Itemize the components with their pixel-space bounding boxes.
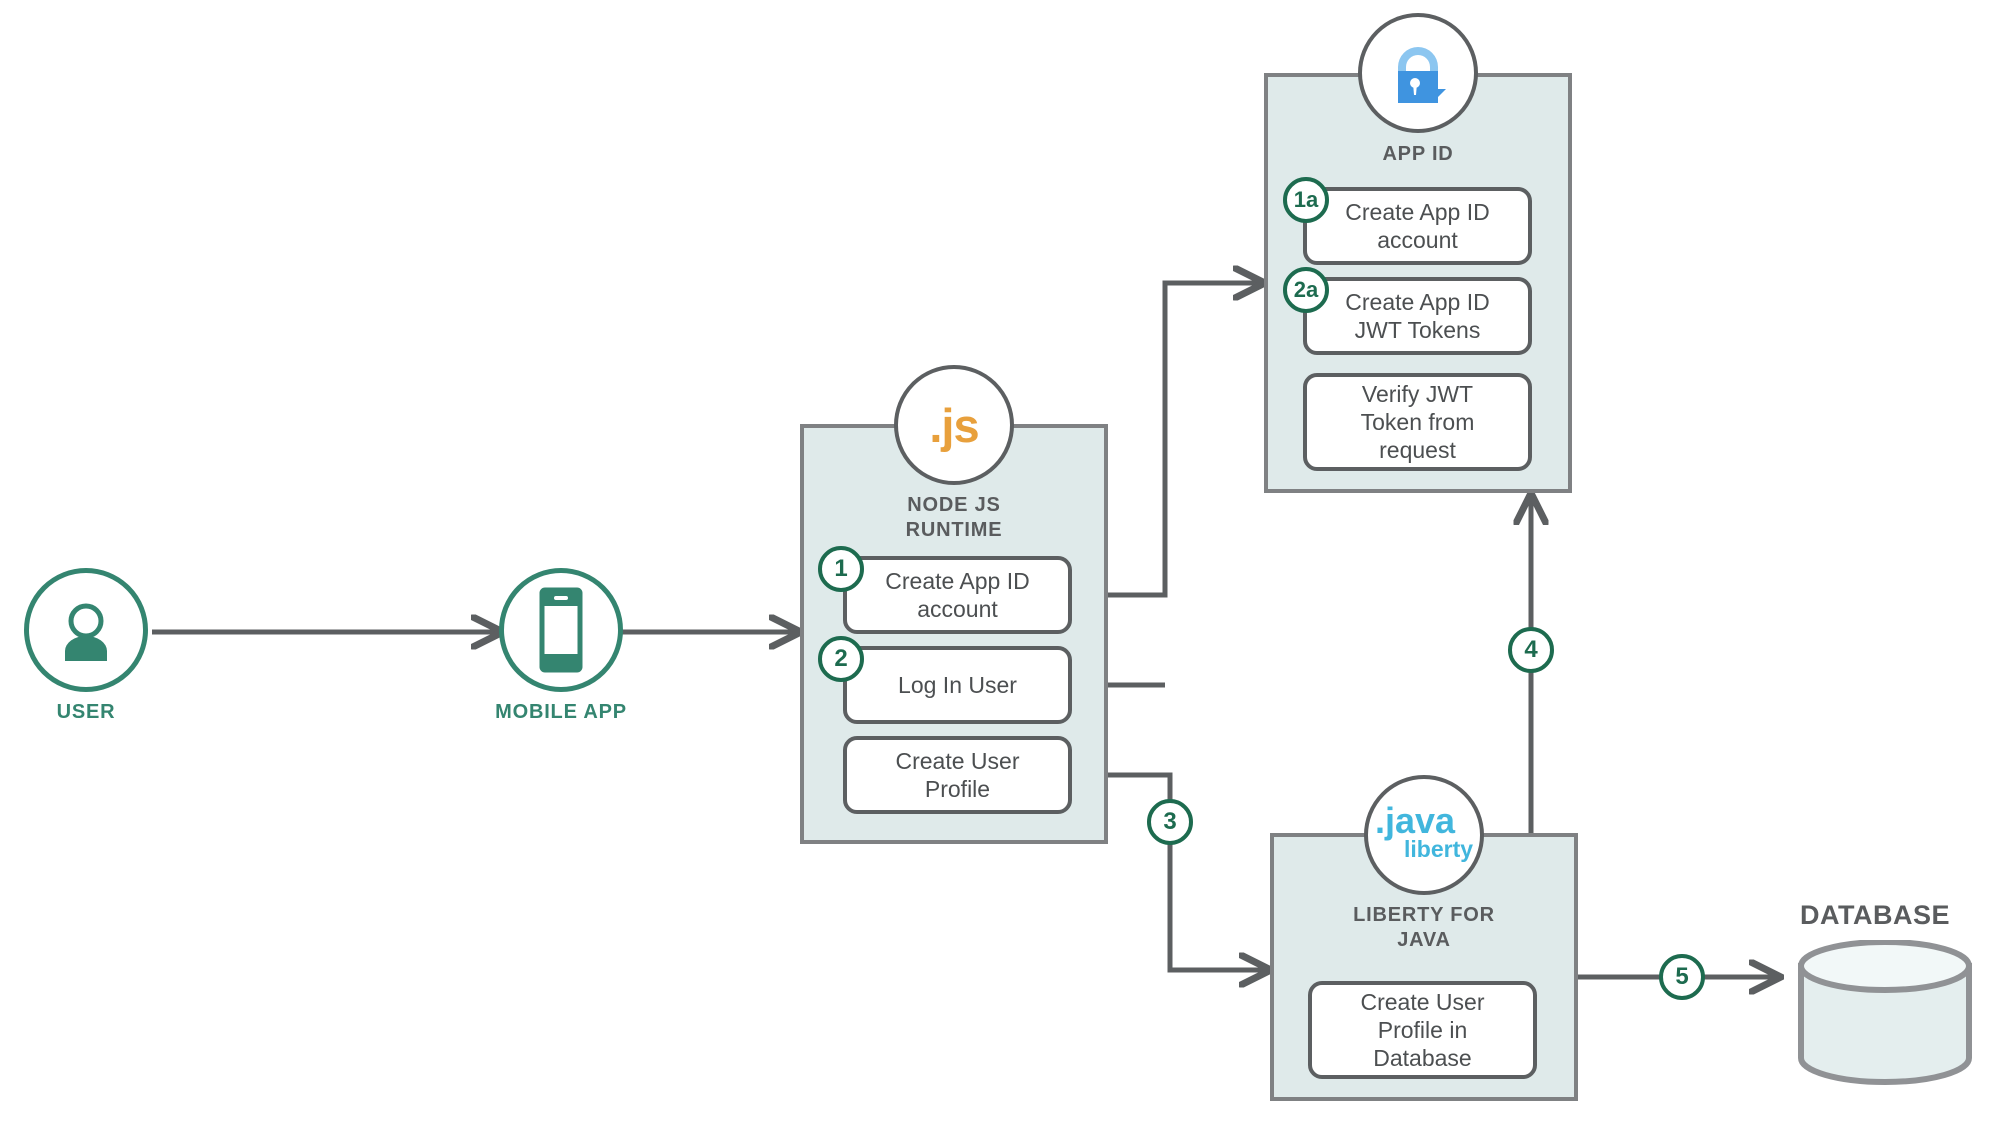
step-badge-label: 1: [834, 555, 848, 582]
svg-text:liberty: liberty: [1404, 836, 1473, 862]
step-badge-3: 3: [1147, 799, 1193, 845]
mobile-phone-icon: [539, 587, 583, 673]
action-label: Create App ID account: [885, 568, 1030, 622]
connector-step-3-to-liberty: [1070, 772, 1268, 970]
step-badge-label: 2: [834, 645, 848, 672]
java-liberty-logo-circle: .java liberty: [1364, 775, 1484, 895]
container-label-app-id: APP ID: [1382, 143, 1454, 165]
action-label: Verify JWT Token from request: [1360, 381, 1475, 463]
action-create-user-profile[interactable]: Create User Profile: [843, 736, 1072, 814]
nodejs-js-icon: .js: [929, 398, 979, 452]
step-badge-label: 4: [1524, 636, 1538, 663]
action-create-app-id-account-service[interactable]: Create App ID account: [1303, 187, 1532, 265]
connector-step-1-to-appid: [1070, 283, 1262, 598]
action-log-in-user[interactable]: Log In User: [843, 646, 1072, 724]
action-label: Create User Profile: [895, 748, 1020, 802]
step-badge-label: 2a: [1293, 277, 1319, 302]
container-label-liberty-for-java: LIBERTY FOR JAVA: [1353, 904, 1495, 951]
svg-text:.java: .java: [1375, 800, 1456, 841]
action-verify-jwt-token[interactable]: Verify JWT Token from request: [1303, 373, 1532, 471]
database-cylinder-icon: [1798, 940, 1972, 1085]
action-create-app-id-account[interactable]: Create App ID account: [843, 556, 1072, 634]
action-label: Log In User: [898, 672, 1017, 698]
step-badge-label: 1a: [1293, 187, 1319, 212]
step-badge-label: 3: [1163, 808, 1177, 835]
container-label-node-js-runtime: NODE JS RUNTIME: [905, 494, 1003, 541]
action-label: Create App ID JWT Tokens: [1345, 289, 1490, 343]
user-avatar-icon: [65, 603, 107, 661]
mobile-app-circle: [499, 568, 623, 692]
nodejs-logo-circle: .js: [894, 365, 1014, 485]
action-label: Create App ID account: [1345, 199, 1490, 253]
java-liberty-icon: .java liberty: [1375, 800, 1473, 862]
action-label: Create User Profile in Database: [1360, 989, 1485, 1071]
user-circle: [24, 568, 148, 692]
appid-logo-circle: [1358, 13, 1478, 133]
step-badge-4: 4: [1508, 627, 1554, 673]
step-badge-1a: 1a: [1283, 177, 1329, 223]
action-create-app-id-jwt-tokens[interactable]: Create App ID JWT Tokens: [1303, 277, 1532, 355]
user-label: USER: [56, 701, 116, 723]
database-label: DATABASE: [1800, 900, 1950, 930]
step-badge-2a: 2a: [1283, 267, 1329, 313]
step-badge-1: 1: [818, 546, 864, 592]
appid-lock-icon: [1398, 47, 1446, 103]
step-badge-2: 2: [818, 636, 864, 682]
step-badge-label: 5: [1675, 963, 1689, 990]
action-create-user-profile-in-database[interactable]: Create User Profile in Database: [1308, 981, 1537, 1079]
step-badge-5: 5: [1659, 954, 1705, 1000]
mobile-app-label: MOBILE APP: [495, 701, 627, 723]
